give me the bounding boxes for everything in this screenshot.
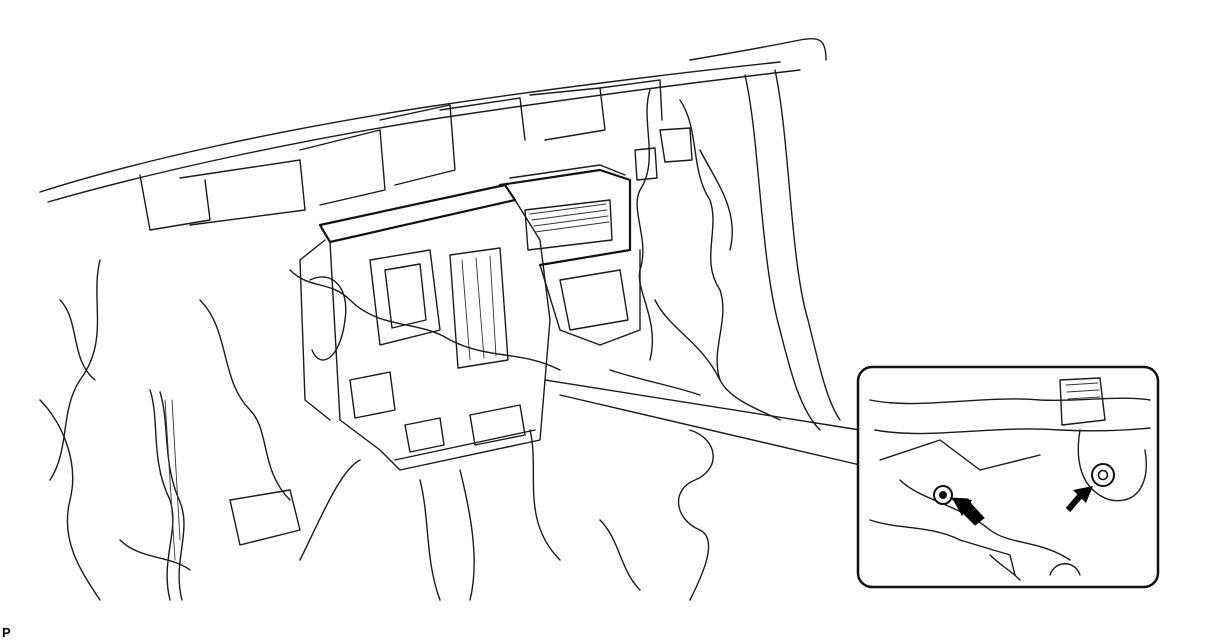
- bolt-icon: [933, 485, 953, 505]
- heater-unit: [289, 164, 641, 471]
- arrow-pointer-icon: [1065, 486, 1093, 512]
- leader-lines: [544, 379, 861, 466]
- wire-harness: [39, 259, 714, 601]
- bolt-icon: [1091, 463, 1115, 487]
- inset-detail: [856, 365, 1160, 589]
- arrow-pointer-icon: [949, 497, 985, 526]
- dashboard-outline: [39, 37, 841, 431]
- illustration-code-label: P: [2, 625, 11, 640]
- right-side-panel: [609, 89, 781, 421]
